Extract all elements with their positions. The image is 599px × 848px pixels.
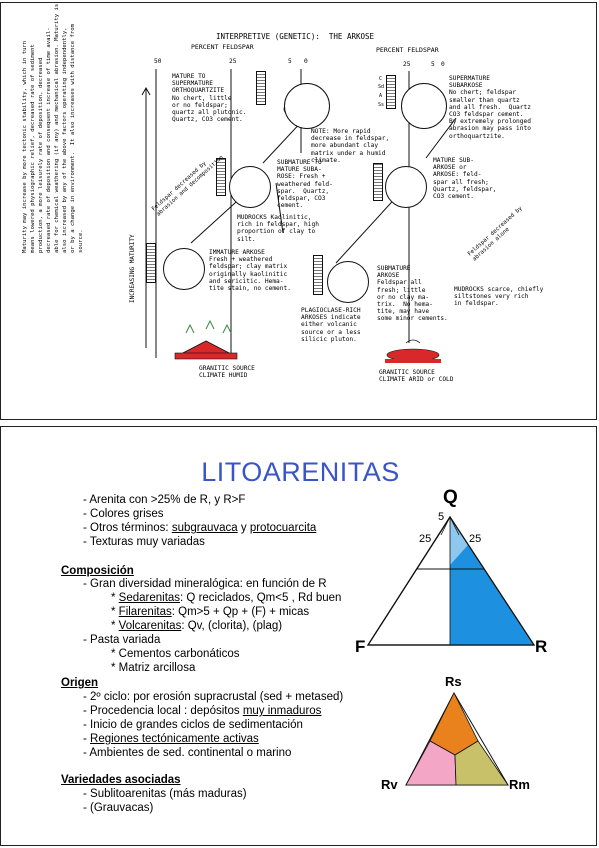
term-y: y xyxy=(237,522,250,534)
heading-variedades: Variedades asociadas xyxy=(61,774,181,786)
origen-line-regiones: - Regiones tectónicamente activas xyxy=(83,733,259,745)
grain-circle-submature-subarkose xyxy=(229,166,271,208)
granitic-source-sketch-1 xyxy=(174,319,238,360)
vertical-maturity-note: Maturity may increase by more tectonic s… xyxy=(22,3,84,253)
slide1-title: INTERPRETIVE (GENETIC): THE ARKOSE xyxy=(216,32,375,41)
rm-field xyxy=(454,740,509,786)
procedencia-prefix: - Procedencia local : depósitos xyxy=(83,705,243,717)
variedades-line-sublito: - Sublitoarenitas (más maduras) xyxy=(83,788,247,800)
note-submature-subarkose: SUBMATURE TO MATURE SUBA- ROSE: Fresh + … xyxy=(277,159,333,210)
label-f: F xyxy=(355,637,366,656)
comp-line-filarenitas: * Filarenitas: Qm>5 + Qp + (F) + micas xyxy=(111,606,310,618)
note-mudrocks-kaolinitic: MUDROCKS Kaolinitic, rich in feldspar, h… xyxy=(237,214,319,243)
rs-rv-rm-triangle-diagram xyxy=(405,691,509,786)
note-granitic-source-arid: GRANITIC SOURCE CLIMATE ARID or COLD xyxy=(379,369,454,384)
bullet-arenita: - Arenita con >25% de R, y R>F xyxy=(83,494,246,506)
note-mature-subarkose: MATURE SUB- ARKOSE or ARKOSE: feld- spar… xyxy=(433,157,497,201)
strat-column-5 xyxy=(146,243,156,283)
heading-origen: Origen xyxy=(61,677,99,689)
note-mudrocks-siltstones: MUDROCKS scarce, chiefly siltstones very… xyxy=(454,286,544,308)
right-axis-header: PERCENT FELDSPAR xyxy=(376,46,439,54)
maturity-axis-label: INCREASING MATURITY xyxy=(129,234,136,303)
strat-column-6 xyxy=(313,255,323,295)
label-q: Q xyxy=(443,487,458,508)
bullet-colores: - Colores grises xyxy=(83,508,164,520)
slide2-title: LITOARENITAS xyxy=(201,457,400,487)
variedades-line-grauvacas: - (Grauvacas) xyxy=(83,802,154,814)
slide-litoarenitas: LITOARENITAS - Arenita con >25% de R, y … xyxy=(0,426,597,846)
origen-line-ambientes: - Ambientes de sed. continental o marino xyxy=(83,747,292,759)
bullet-texturas: - Texturas muy variadas xyxy=(83,536,205,548)
term-muy-inmaduros: muy inmaduros xyxy=(242,705,322,717)
term-subgrauvaca: subgrauvaca xyxy=(171,522,238,534)
qfr-triangle-diagram xyxy=(366,515,536,646)
rtick-0: 0 xyxy=(441,61,445,68)
note-supermature-subarkose: SUPERMATURE SUBARKOSE No chert; feldspar… xyxy=(449,75,531,140)
note-mature-orthoquartzite: MATURE TO SUPERMATURE ORTHOQUARTZITE No … xyxy=(172,73,247,124)
tick-5: 5 xyxy=(288,58,292,65)
term-regiones: Regiones tectónicamente activas xyxy=(90,733,259,745)
note-submature-arkose: SUBMATURE ARKOSE Feldspar all fresh; lit… xyxy=(377,265,448,323)
note-immature-arkose: IMMATURE ARKOSE Fresh + weathered feldsp… xyxy=(209,249,291,293)
term-filarenitas: Filarenitas xyxy=(118,606,172,618)
term-volcarenitas: Volcarenitas xyxy=(118,620,182,632)
comp-line-diversidad: - Gran diversidad mineralógica: en funci… xyxy=(83,578,327,590)
comp-line-pasta: - Pasta variada xyxy=(83,634,161,646)
bar-label-a: A xyxy=(379,93,383,99)
grain-circle-submature-arkose xyxy=(327,261,369,303)
arkose-line-art xyxy=(141,69,457,363)
sedarenitas-desc: : Q reciclados, Qm<5 , Rd buen xyxy=(180,592,342,604)
rtick-25: 25 xyxy=(403,61,411,68)
grain-circle-orthoquartzite xyxy=(284,83,330,129)
comp-line-cementos: * Cementos carbonáticos xyxy=(111,648,240,660)
bar-label-c: C xyxy=(379,76,383,82)
label-25-right: 25 xyxy=(469,533,482,545)
origen-line-ciclo: - 2º ciclo: por erosión supracrustal (se… xyxy=(83,691,344,703)
label-r: R xyxy=(535,637,548,656)
note-granitic-source-humid: GRANITIC SOURCE CLIMATE HUMID xyxy=(199,365,255,380)
grain-circle-supermature xyxy=(401,83,447,129)
strat-column-4 xyxy=(373,163,383,201)
bar-label-sd: Sd xyxy=(378,84,385,90)
comp-line-volcarenitas: * Volcarenitas: Qv, (clorita), (plag) xyxy=(111,620,283,632)
tick-50: 50 xyxy=(154,58,162,65)
filarenitas-desc: : Qm>5 + Qp + (F) + micas xyxy=(171,606,310,618)
grain-circle-mature-subarkose xyxy=(385,166,427,208)
tick-0: 0 xyxy=(304,58,308,65)
strat-column-1 xyxy=(256,71,266,105)
left-axis-header: PERCENT FELDSPAR xyxy=(191,43,254,51)
granitic-source-sketch-2 xyxy=(385,339,441,363)
otros-prefix: - Otros términos: xyxy=(83,522,172,534)
comp-line-matriz: * Matriz arcillosa xyxy=(111,662,196,674)
note-plagioclase-rich: PLAGIOCLASE-RICH ARKOSES indicate either… xyxy=(301,307,361,343)
strat-column-3 xyxy=(216,158,226,196)
label-rv: Rv xyxy=(381,777,398,792)
volcarenitas-desc: : Qv, (clorita), (plag) xyxy=(181,620,283,632)
strat-column-2 xyxy=(386,75,396,109)
origen-line-procedencia: - Procedencia local : depósitos muy inma… xyxy=(83,704,321,718)
heading-composicion: Composición xyxy=(61,565,134,577)
bullet-otros: - Otros términos: subgrauvaca y protocua… xyxy=(83,521,316,535)
rtick-5: 5 xyxy=(431,61,435,68)
grain-circle-immature xyxy=(163,248,205,290)
tick-25: 25 xyxy=(229,58,237,65)
term-sedarenitas: Sedarenitas xyxy=(118,592,181,604)
light-field xyxy=(450,517,468,565)
comp-line-sedarenitas: * Sedarenitas: Q reciclados, Qm<5 , Rd b… xyxy=(111,592,342,604)
label-5: 5 xyxy=(438,511,445,523)
label-25-left: 25 xyxy=(419,533,432,545)
term-protocuarcita: protocuarcita xyxy=(249,522,317,534)
label-rs: Rs xyxy=(445,674,462,689)
bar-label-ss: Ss xyxy=(378,102,385,108)
note-rapid-decrease: NOTE: More rapid decrease in feldspar, m… xyxy=(311,128,390,164)
label-rm: Rm xyxy=(509,777,530,792)
slide-arkose-diagram: INTERPRETIVE (GENETIC): THE ARKOSE PERCE… xyxy=(0,2,597,420)
origen-line-inicio: - Inicio de grandes ciclos de sedimentac… xyxy=(83,719,303,731)
